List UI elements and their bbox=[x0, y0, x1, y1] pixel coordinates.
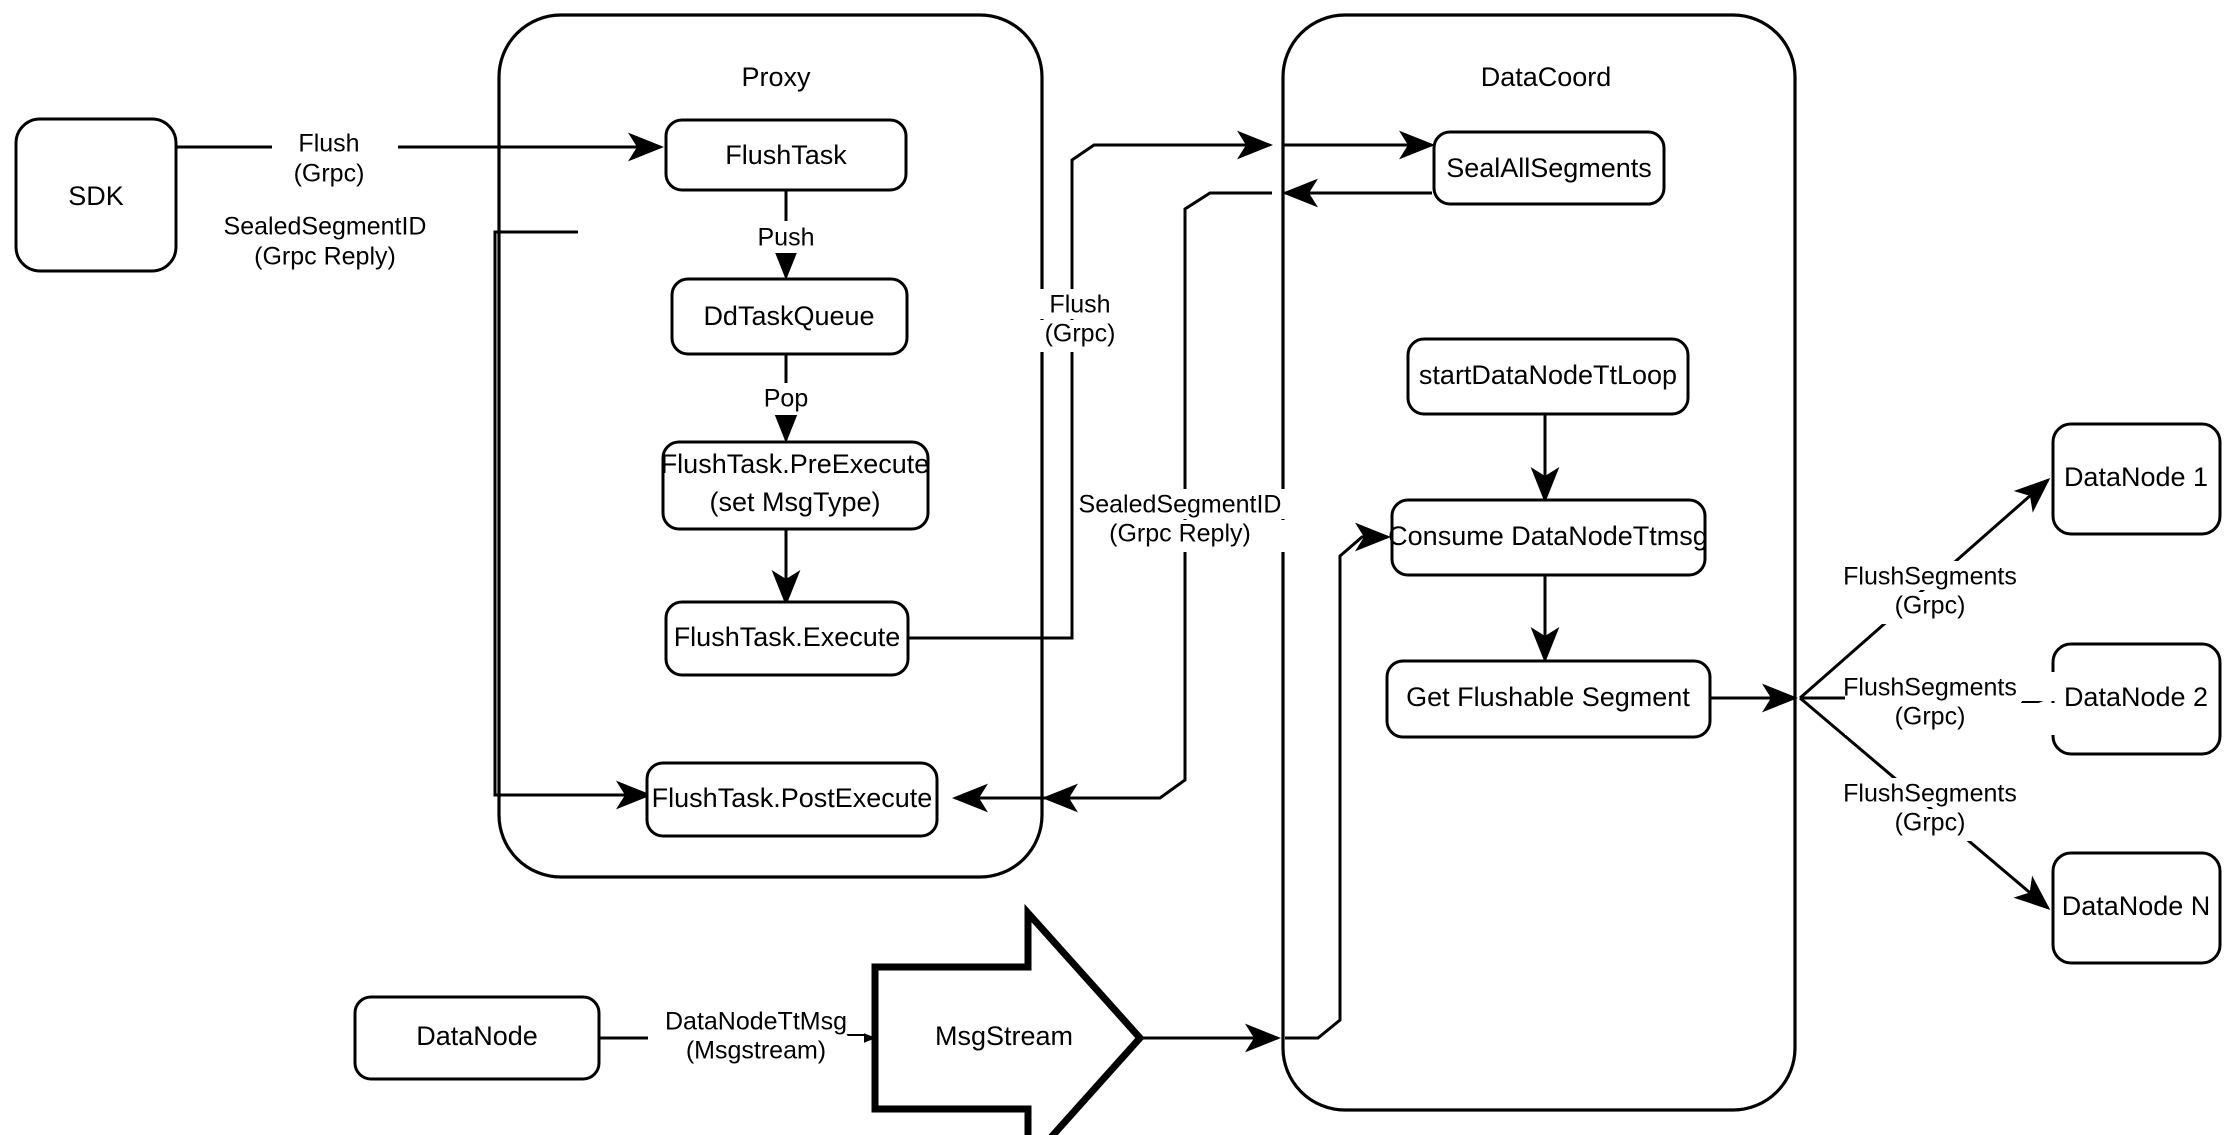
node-datanode-source-label: DataNode bbox=[416, 1021, 538, 1051]
node-flushtask-preexecute[interactable]: FlushTask.PreExecute (set MsgType) bbox=[661, 440, 930, 531]
edge-proxy-to-sdk bbox=[493, 230, 652, 810]
node-sdk-label: SDK bbox=[68, 181, 124, 211]
edge-label-sealedsegmentid-coord-line2: (Grpc Reply) bbox=[1109, 520, 1251, 548]
edge-label-sealedsegmentid-coord-line1: SealedSegmentID bbox=[1079, 491, 1282, 519]
node-datanode-1-label: DataNode 1 bbox=[2064, 462, 2208, 492]
edge-label-flushsegments-n-line2: (Grpc) bbox=[1895, 809, 1966, 837]
node-datanode-n-box[interactable] bbox=[2051, 851, 2222, 965]
node-consume-datanode-ttmsg-label: Consume DataNodeTtmsg bbox=[1388, 521, 1708, 551]
edge-label-flush-grpc-line2: (Grpc) bbox=[294, 160, 365, 188]
edge-label-datanode-ttmsg: DataNodeTtMsg (Msgstream) bbox=[648, 1005, 864, 1068]
edge-label-pop: Pop bbox=[746, 383, 826, 415]
node-sealallsegments-box[interactable] bbox=[1432, 130, 1666, 206]
edge-label-push-text: Push bbox=[758, 224, 815, 252]
edge-label-flush-coord-line2: (Grpc) bbox=[1045, 320, 1116, 348]
edge-label-proxy-to-sdk: SealedSegmentID (Grpc Reply) bbox=[224, 208, 473, 272]
node-flushtask-box[interactable] bbox=[664, 118, 908, 192]
node-sdk-box[interactable] bbox=[14, 117, 178, 273]
node-flushtask-preexecute-label-line1: FlushTask.PreExecute bbox=[661, 449, 930, 479]
node-start-datanode-ttloop-label: startDataNodeTtLoop bbox=[1419, 360, 1677, 390]
edge-label-flushsegments-1-line1: FlushSegments bbox=[1843, 563, 2017, 591]
edge-label-flushsegments-1: FlushSegments (Grpc) bbox=[1843, 561, 2055, 624]
edge-label-flushsegments-2-line1: FlushSegments bbox=[1843, 674, 2017, 702]
edge-label-proxy-to-datacoord: Flush (Grpc) bbox=[1040, 289, 1140, 352]
edge-label-flush-coord-line1: Flush bbox=[1049, 291, 1110, 319]
edge-label-push: Push bbox=[740, 221, 832, 253]
node-sdk[interactable]: SDK bbox=[14, 117, 178, 273]
node-flushtask-label: FlushTask bbox=[725, 140, 847, 170]
node-flushtask-execute[interactable]: FlushTask.Execute bbox=[664, 600, 910, 677]
node-start-datanode-ttloop-box[interactable] bbox=[1406, 337, 1690, 416]
edge-datacoord-bottom-to-consume bbox=[1285, 522, 1391, 1040]
node-flushtask-preexecute-label-line2: (set MsgType) bbox=[709, 487, 880, 517]
edge-label-flushsegments-2-line2: (Grpc) bbox=[1895, 703, 1966, 731]
node-get-flushable-segment-box[interactable] bbox=[1385, 659, 1712, 739]
edge-label-sealedsegmentid-line2: (Grpc Reply) bbox=[254, 243, 396, 271]
edge-label-flush-grpc-line1: Flush bbox=[298, 130, 359, 158]
node-datanode-2-label: DataNode 2 bbox=[2064, 682, 2208, 712]
edge-label-datanodettmsg-line2: (Msgstream) bbox=[686, 1037, 826, 1065]
edge-label-flushsegments-n-line1: FlushSegments bbox=[1843, 780, 2017, 808]
node-datanode-1[interactable]: DataNode 1 bbox=[2051, 422, 2222, 536]
node-flushtask-preexecute-box[interactable] bbox=[661, 440, 930, 531]
node-get-flushable-segment[interactable]: Get Flushable Segment bbox=[1385, 659, 1712, 739]
node-datanode-source[interactable]: DataNode bbox=[353, 995, 601, 1081]
node-get-flushable-segment-label: Get Flushable Segment bbox=[1406, 682, 1690, 712]
node-consume-datanode-ttmsg[interactable]: Consume DataNodeTtmsg bbox=[1388, 498, 1708, 577]
proxy-container-title: Proxy bbox=[741, 62, 811, 92]
node-flushtask-execute-box[interactable] bbox=[664, 600, 910, 677]
edge-label-sdk-to-proxy: Flush (Grpc) bbox=[272, 125, 398, 189]
node-datanode-n-label: DataNode N bbox=[2062, 891, 2211, 921]
node-consume-datanode-ttmsg-box[interactable] bbox=[1390, 498, 1707, 577]
node-msgstream-label: MsgStream bbox=[935, 1021, 1073, 1051]
edge-label-datacoord-to-proxy: SealedSegmentID (Grpc Reply) bbox=[1079, 489, 1338, 552]
node-flushtask-postexecute-box[interactable] bbox=[645, 761, 939, 838]
node-ddtaskqueue[interactable]: DdTaskQueue bbox=[670, 277, 909, 356]
node-ddtaskqueue-box[interactable] bbox=[670, 277, 909, 356]
node-sealallsegments-label: SealAllSegments bbox=[1446, 153, 1652, 183]
node-flushtask-postexecute[interactable]: FlushTask.PostExecute bbox=[645, 761, 939, 838]
edge-execute-to-datacoord bbox=[908, 130, 1273, 640]
edge-label-flushsegments-n: FlushSegments (Grpc) bbox=[1843, 778, 2055, 841]
node-msgstream[interactable]: MsgStream bbox=[871, 903, 1145, 1135]
node-datanode-1-box[interactable] bbox=[2051, 422, 2222, 536]
node-datanode-source-box[interactable] bbox=[353, 995, 601, 1081]
node-ddtaskqueue-label: DdTaskQueue bbox=[703, 301, 874, 331]
node-datanode-2[interactable]: DataNode 2 bbox=[2051, 642, 2222, 756]
node-flushtask-execute-label: FlushTask.Execute bbox=[674, 622, 901, 652]
node-sealallsegments[interactable]: SealAllSegments bbox=[1432, 130, 1666, 206]
edge-label-datanodettmsg-line1: DataNodeTtMsg bbox=[665, 1008, 847, 1036]
node-flushtask[interactable]: FlushTask bbox=[664, 118, 908, 192]
edge-label-flushsegments-1-line2: (Grpc) bbox=[1895, 592, 1966, 620]
datacoord-container-title: DataCoord bbox=[1481, 62, 1612, 92]
edge-label-sealedsegmentid-line1: SealedSegmentID bbox=[224, 213, 427, 241]
node-datanode-n[interactable]: DataNode N bbox=[2051, 851, 2222, 965]
node-flushtask-postexecute-label: FlushTask.PostExecute bbox=[652, 783, 933, 813]
edge-label-pop-text: Pop bbox=[764, 385, 808, 413]
node-msgstream-shape[interactable] bbox=[871, 903, 1145, 1135]
edge-label-flushsegments-2: FlushSegments (Grpc) bbox=[1843, 672, 2055, 735]
node-start-datanode-ttloop[interactable]: startDataNodeTtLoop bbox=[1406, 337, 1690, 416]
